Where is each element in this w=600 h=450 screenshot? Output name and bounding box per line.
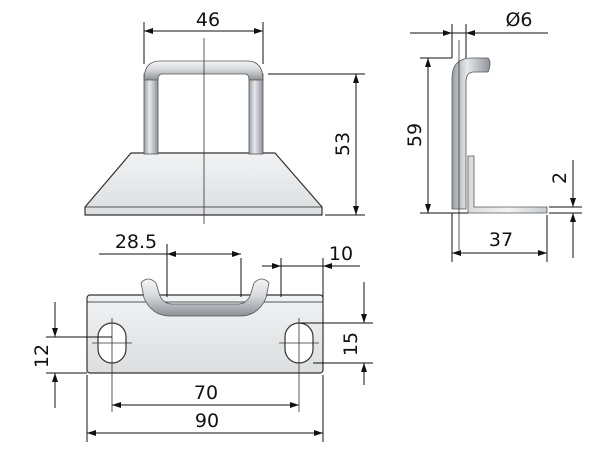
side-view: Ø6 59 2 37 [404,9,582,262]
side-handle-rod [451,57,491,210]
front-handle-top-bar [143,60,264,81]
dim-top-overall-width: 90 [195,410,219,432]
dim-top-hole-spacing: 70 [194,382,218,404]
top-handle [140,278,270,317]
front-handle-left-leg [143,73,159,155]
dim-front-height: 53 [332,132,354,156]
dim-side-diameter: Ø6 [505,9,532,31]
front-base-plate [84,152,323,216]
dim-side-depth: 37 [489,229,513,251]
dim-top-slot-length: 15 [340,332,362,356]
side-bracket [467,155,548,214]
dim-front-width: 46 [196,9,220,31]
dim-side-height: 59 [404,123,426,147]
front-view: 46 53 [84,9,365,224]
dim-top-pitch: 28.5 [115,231,157,253]
top-plate [86,294,324,374]
top-view: 28.5 10 12 15 70 90 [31,231,373,442]
dim-top-slot-width: 12 [31,344,53,368]
dim-side-thickness: 2 [549,172,571,184]
front-handle-right-leg [248,73,264,155]
dim-top-edge: 10 [329,243,353,265]
